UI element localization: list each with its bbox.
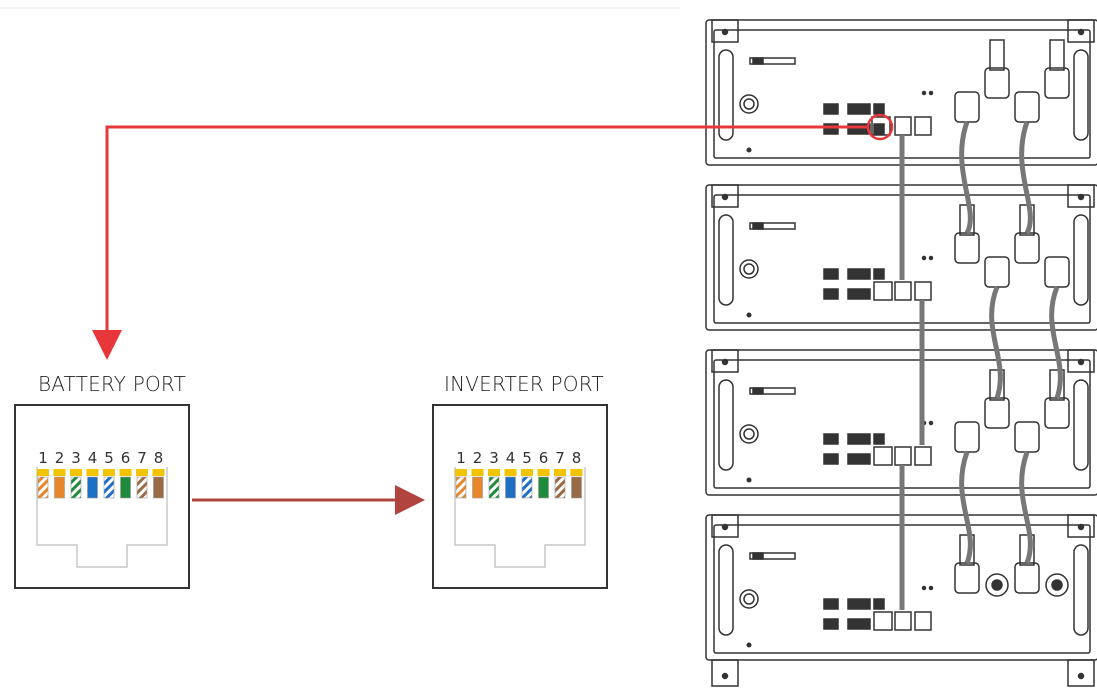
wire-8 bbox=[153, 476, 164, 499]
wire-5 bbox=[103, 476, 115, 499]
pin-contact bbox=[554, 469, 566, 476]
battery-port-link-arrow bbox=[92, 125, 868, 360]
wire-6 bbox=[538, 476, 549, 499]
wire-7 bbox=[136, 476, 148, 499]
pin-contact bbox=[37, 469, 49, 476]
wire-5 bbox=[521, 476, 533, 499]
pin-number-5: 5 bbox=[104, 449, 114, 467]
wire-1 bbox=[37, 476, 49, 499]
wire-1 bbox=[455, 476, 467, 499]
pin-number-3: 3 bbox=[489, 449, 499, 467]
pin-number-7: 7 bbox=[137, 449, 147, 467]
pin-number-2: 2 bbox=[473, 449, 483, 467]
pin-contact bbox=[570, 469, 583, 476]
pin-contact bbox=[504, 469, 517, 476]
pin-number-8: 8 bbox=[154, 449, 164, 467]
pin-contact bbox=[488, 469, 500, 476]
wire-6 bbox=[120, 476, 131, 499]
wire-8 bbox=[571, 476, 582, 499]
pin-number-2: 2 bbox=[55, 449, 65, 467]
battery-wire-contacts bbox=[37, 469, 165, 499]
pin-contact bbox=[86, 469, 99, 476]
pin-number-4: 4 bbox=[88, 449, 98, 467]
wire-2 bbox=[54, 476, 65, 499]
battery-stack-icon bbox=[705, 19, 1097, 687]
pin-number-5: 5 bbox=[522, 449, 532, 467]
wire-4 bbox=[87, 476, 98, 499]
pin-contact bbox=[53, 469, 66, 476]
pin-contact bbox=[455, 469, 467, 476]
rj45-port-icon bbox=[871, 116, 891, 136]
pin-number-7: 7 bbox=[555, 449, 565, 467]
pin-contact bbox=[471, 469, 484, 476]
pin-contact bbox=[537, 469, 550, 476]
pin-number-6: 6 bbox=[539, 449, 549, 467]
battery-module-icon bbox=[705, 19, 1097, 166]
pin-number-6: 6 bbox=[121, 449, 131, 467]
pin-number-1: 1 bbox=[456, 449, 466, 467]
pin-contact bbox=[119, 469, 132, 476]
pin-number-4: 4 bbox=[506, 449, 516, 467]
pin-number-3: 3 bbox=[71, 449, 81, 467]
pin-number-1: 1 bbox=[38, 449, 48, 467]
power-terminal-icon bbox=[985, 573, 1009, 597]
inverter-port-label: INVERTER PORT bbox=[444, 372, 604, 396]
wire-3 bbox=[70, 476, 82, 499]
pin-contact bbox=[152, 469, 165, 476]
pin-contact bbox=[521, 469, 533, 476]
wire-4 bbox=[505, 476, 516, 499]
pin-contact bbox=[103, 469, 115, 476]
battery-port-label: BATTERY PORT bbox=[38, 372, 186, 396]
wire-3 bbox=[488, 476, 500, 499]
inverter-wire-contacts bbox=[455, 469, 583, 499]
wire-7 bbox=[554, 476, 566, 499]
pin-contact bbox=[70, 469, 82, 476]
wire-2 bbox=[472, 476, 483, 499]
pin-contact bbox=[136, 469, 148, 476]
pin-number-8: 8 bbox=[572, 449, 582, 467]
